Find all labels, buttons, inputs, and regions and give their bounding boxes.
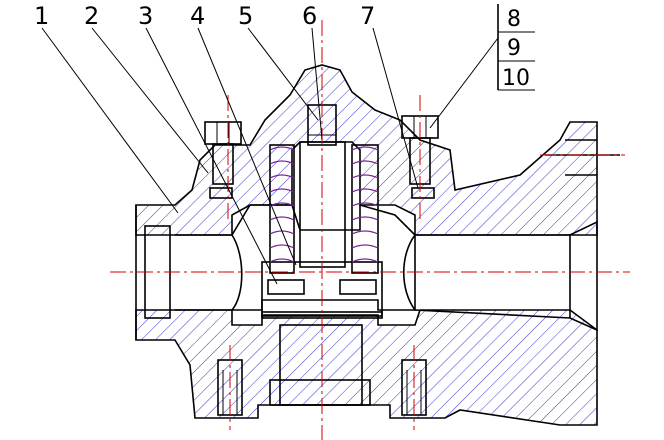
gasket-right: [411, 187, 435, 199]
part-label-3: 3: [138, 2, 153, 30]
spring-right: [351, 144, 379, 274]
body-lower-section: [135, 309, 598, 426]
parts-box: 8 9 10: [497, 4, 535, 91]
parts-box-label-9: 9: [507, 36, 521, 61]
part-label-7: 7: [360, 2, 375, 30]
gasket-left: [209, 187, 233, 199]
part-label-6: 6: [302, 2, 317, 30]
center-lines: [110, 20, 630, 440]
body-upper-section: [135, 64, 598, 236]
part-label-4: 4: [190, 2, 205, 30]
leader-lines: [41, 27, 499, 285]
part-label-5: 5: [238, 2, 253, 30]
valve-chamber: [230, 203, 417, 311]
parts-box-label-8: 8: [507, 7, 521, 32]
spring-left: [269, 144, 295, 274]
part-label-2: 2: [84, 2, 99, 30]
valve-body: [135, 64, 620, 426]
part-number-labels: 1 2 3 4 5 6 7: [34, 2, 375, 30]
parts-box-label-10: 10: [502, 66, 530, 91]
part-label-1: 1: [34, 2, 49, 30]
